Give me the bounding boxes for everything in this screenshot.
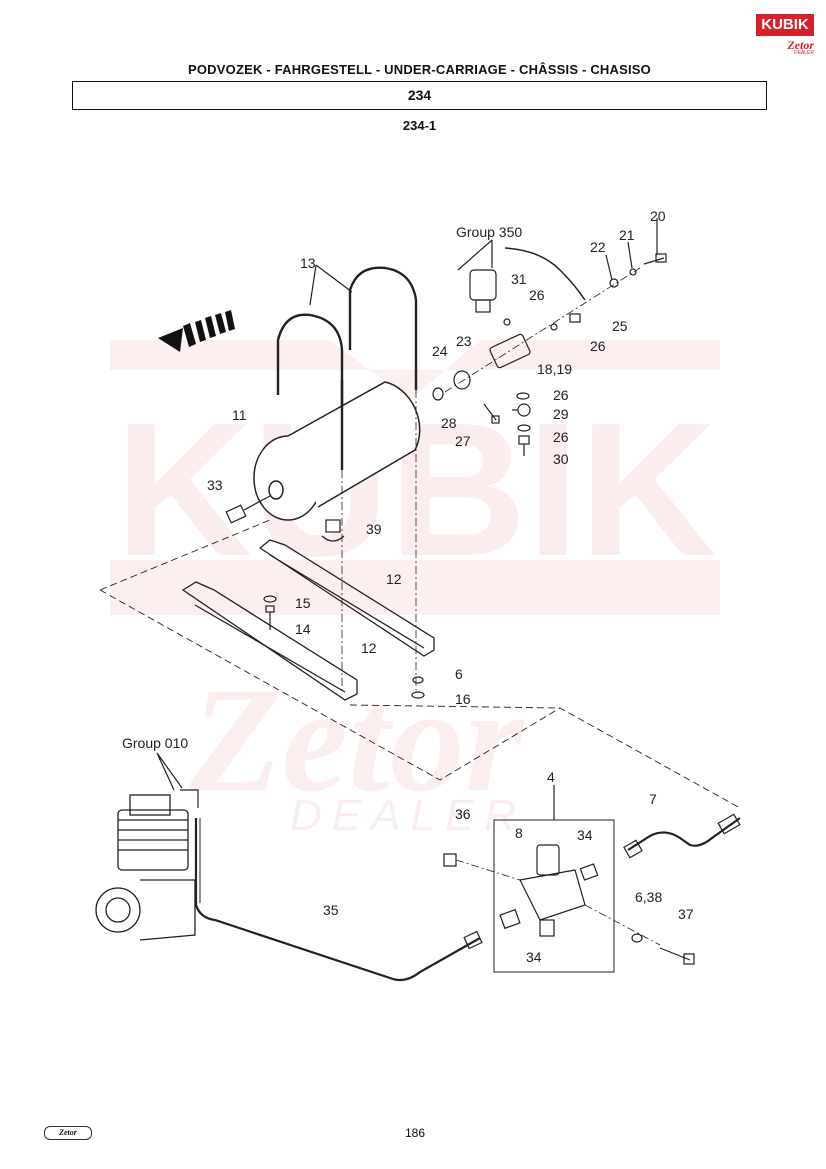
washer-26b	[550, 323, 558, 331]
washer-26d	[517, 424, 531, 432]
label-18-19: 18,19	[537, 361, 572, 377]
footer-zetor-logo: Zetor	[44, 1126, 92, 1140]
washer-15	[263, 595, 277, 603]
fitting-34b	[499, 908, 521, 930]
bolt-20	[643, 253, 667, 265]
ring-24	[432, 387, 444, 401]
kubik-zetor-logo: KUBIK Zetor DEALER	[756, 14, 814, 56]
label-30: 30	[553, 451, 569, 467]
label-27: 27	[455, 433, 471, 449]
watermark-dealer: DEALER	[290, 791, 526, 840]
assembly-boundary-top	[349, 704, 561, 709]
label-11: 11	[232, 407, 247, 423]
label-26d: 26	[553, 429, 569, 445]
banjo-bolt-30	[518, 435, 530, 456]
label-7: 7	[649, 791, 657, 807]
label-28: 28	[441, 415, 457, 431]
label-15: 15	[295, 595, 311, 611]
fitting-34a	[579, 863, 599, 881]
u-bolt-13a	[276, 313, 344, 430]
label-12b: 12	[361, 640, 377, 656]
washer-21	[629, 268, 637, 276]
logo-kubik: KUBIK	[756, 14, 814, 36]
pin-28-27	[483, 403, 500, 424]
nut-6	[412, 676, 424, 684]
fitting-group-010	[180, 789, 199, 808]
tube-7	[627, 817, 741, 851]
washer-16	[411, 691, 425, 699]
nut-23	[453, 370, 471, 390]
wire-harness	[504, 247, 586, 301]
washer-22	[609, 278, 619, 288]
unloader-valve-8	[519, 844, 586, 937]
label-22: 22	[590, 239, 606, 255]
label-36: 36	[455, 806, 471, 822]
valve-assembly-box	[493, 819, 615, 973]
label-39: 39	[366, 521, 382, 537]
washer-26a	[503, 318, 511, 326]
label-16: 16	[455, 691, 471, 707]
label-6-38: 6,38	[635, 889, 662, 905]
spacer-36	[443, 853, 457, 867]
plug-25	[569, 313, 581, 323]
label-6: 6	[455, 666, 463, 682]
label-26b: 26	[590, 338, 606, 354]
air-tank	[253, 381, 421, 521]
valve-body-18-19	[489, 333, 531, 369]
washer-26c	[516, 392, 530, 400]
label-21: 21	[619, 227, 635, 243]
u-bolt-13b	[348, 266, 418, 390]
label-12a: 12	[386, 571, 402, 587]
label-31: 31	[511, 271, 527, 287]
fitting-33	[225, 495, 271, 524]
label-37: 37	[678, 906, 694, 922]
label-26c: 26	[553, 387, 569, 403]
group-number-box: 234	[72, 81, 767, 110]
label-23: 23	[456, 333, 472, 349]
label-group-350: Group 350	[456, 224, 522, 240]
drain-valve-39	[321, 519, 345, 542]
label-24: 24	[432, 343, 448, 359]
label-group-010: Group 010	[122, 735, 188, 751]
assembly-boundary	[99, 519, 741, 809]
tube-7-nut-a	[623, 839, 643, 859]
label-34b: 34	[526, 949, 542, 965]
frame-rail-12a	[258, 539, 435, 657]
label-25: 25	[612, 318, 628, 334]
label-35: 35	[323, 902, 339, 918]
pressure-switch	[469, 269, 497, 313]
label-13: 13	[300, 255, 316, 271]
tube-7-nut-b	[717, 813, 741, 835]
washer-6-38	[631, 933, 643, 943]
air-compressor	[95, 794, 196, 941]
tube-35-nut	[463, 930, 483, 950]
label-14: 14	[295, 621, 311, 637]
page-number: 186	[404, 1126, 426, 1140]
label-20: 20	[650, 208, 666, 224]
label-8: 8	[515, 825, 523, 841]
logo-dealer: DEALER	[793, 50, 814, 56]
label-34a: 34	[577, 827, 593, 843]
tube-35	[194, 818, 481, 982]
page-title: PODVOZEK - FAHRGESTELL - UNDER-CARRIAGE …	[188, 62, 651, 77]
label-29: 29	[553, 406, 569, 422]
banjo-29	[512, 403, 531, 417]
direction-arrow	[158, 310, 235, 352]
bolt-14	[265, 605, 275, 630]
figure-id: 234-1	[402, 118, 437, 133]
logo-zetor: Zetor	[787, 38, 814, 52]
frame-rail-12b	[181, 581, 358, 701]
label-4: 4	[547, 769, 555, 785]
label-33: 33	[207, 477, 223, 493]
label-26a: 26	[529, 287, 545, 303]
bolt-37	[659, 947, 695, 965]
axis-line-top	[444, 267, 641, 393]
